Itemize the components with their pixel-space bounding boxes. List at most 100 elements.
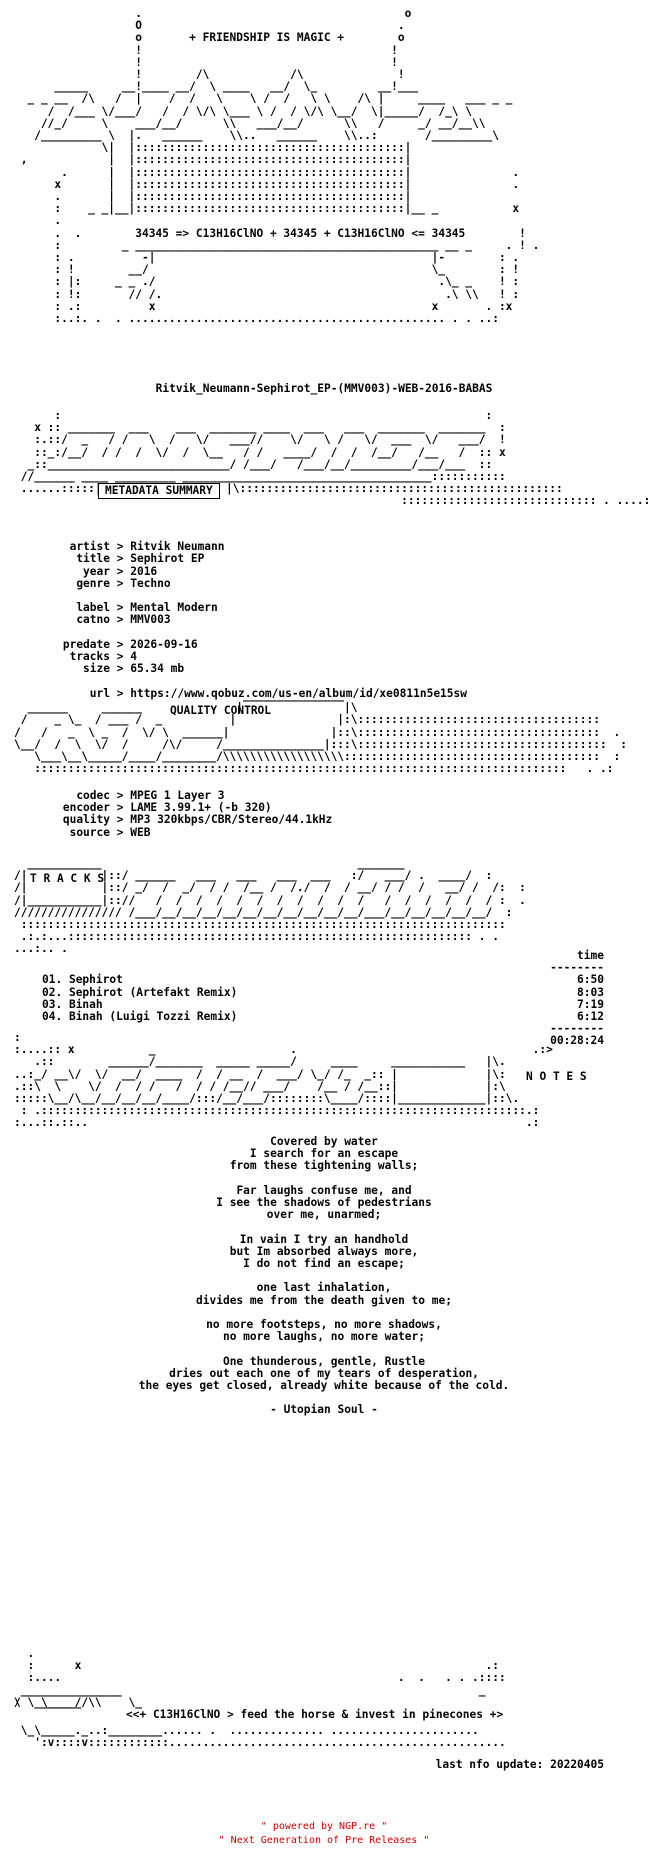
next-gen-tagline: " Next Generation of Pre Releases " bbox=[218, 1835, 430, 1846]
poem-line: I do not find an escape; bbox=[243, 1257, 405, 1271]
metadata-field-catno: catno > MMV003 bbox=[14, 614, 648, 626]
tracks-total-rule: -------- bbox=[550, 1022, 604, 1036]
metadata-field-key: catno bbox=[76, 613, 110, 627]
quality-field-separator: > bbox=[110, 825, 131, 839]
poem-spacer bbox=[14, 1343, 634, 1355]
quality-field-value: LAME 3.99.1+ (-b 320) bbox=[130, 801, 272, 815]
metadata-field-genre: genre > Techno bbox=[14, 576, 648, 590]
footer-tagline-art: \ \ \_____/\ bbox=[14, 1696, 95, 1710]
metadata-field-separator: > bbox=[110, 613, 131, 627]
tracks-total-time: 00:28:24 bbox=[550, 1034, 604, 1048]
poem-line: One thunderous, gentle, Rustle bbox=[222, 1354, 426, 1368]
quality-heading-box: QUALITY CONTROL bbox=[166, 704, 275, 718]
notes-banner: : :....:: x _ . .:> .:: ______/_______ _… bbox=[14, 1032, 648, 1130]
metadata-field-value: 65.34 mb bbox=[130, 662, 185, 676]
poem-spacer bbox=[14, 1173, 634, 1185]
poem-line: the eyes get closed, already white becau… bbox=[138, 1379, 510, 1393]
quality-field-key: quality bbox=[62, 813, 110, 827]
last-update: last nfo update: 20220405 bbox=[435, 1758, 604, 1772]
quality-section: _______________ ______ ______ | |\ / _ \… bbox=[14, 690, 648, 839]
metadata-field-value: 2026-09-16 bbox=[130, 637, 198, 651]
metadata-field-key: url bbox=[89, 686, 110, 700]
metadata-field-key: tracks bbox=[69, 650, 110, 664]
metadata-field-key: year bbox=[83, 564, 110, 578]
poem-spacer bbox=[14, 1221, 634, 1233]
track-title: Sephirot (Artefakt Remix) bbox=[68, 985, 238, 999]
tracks-section: ___________ _______ /| |::/ ______ ___ _… bbox=[14, 858, 648, 1048]
metadata-field-key: genre bbox=[76, 576, 110, 590]
poem-line: no more laughs, no more water; bbox=[222, 1330, 426, 1344]
metadata-field-year: year > 2016 bbox=[14, 564, 648, 578]
metadata-field-tracks: tracks > 4 bbox=[14, 650, 648, 664]
poem-line: dries out each one of my tears of desper… bbox=[169, 1366, 479, 1380]
notes-section: : :....:: x _ . .:> .:: ______/_______ _… bbox=[14, 1032, 648, 1417]
track-row: 04. Binah (Luigi Tozzi Remix)6:12 bbox=[14, 1010, 604, 1024]
quality-field-value: WEB bbox=[130, 825, 151, 839]
tracks-time-rule: -------- bbox=[550, 961, 604, 975]
metadata-field-value: Mental Modern bbox=[130, 601, 218, 615]
metadata-field-value: Sephirot EP bbox=[130, 552, 205, 566]
track-time: 6:12 bbox=[577, 1010, 604, 1024]
poem-line: from these tightening walls; bbox=[229, 1159, 419, 1173]
metadata-field-title: title > Sephirot EP bbox=[14, 553, 648, 565]
powered-block: " powered by NGP.re " " Next Generation … bbox=[0, 1820, 648, 1848]
track-number: 04. bbox=[42, 1010, 69, 1024]
track-time: 8:03 bbox=[577, 985, 604, 999]
footer-tagline: <<+ C13H16ClNO > feed the horse & invest… bbox=[126, 1708, 504, 1722]
quality-field-separator: > bbox=[110, 801, 131, 815]
poem-line: over me, unarmed; bbox=[266, 1208, 382, 1222]
metadata-field-separator: > bbox=[110, 662, 131, 676]
last-update-row: last nfo update: 20220405 bbox=[14, 1759, 604, 1771]
metadata-heading: METADATA SUMMARY bbox=[105, 484, 213, 498]
track-title: Sephirot bbox=[68, 973, 123, 987]
poem-line: but Im absorbed always more, bbox=[229, 1244, 419, 1258]
metadata-heading-fill: |\::::::::::::::::::::::::::::::::::::::… bbox=[226, 482, 648, 508]
notes-banner-art: : :....:: x _ . .:> .:: ______/_______ _… bbox=[14, 1032, 553, 1130]
quality-field-key: codec bbox=[76, 789, 110, 802]
tracks-banner-art: ___________ _______ /| |::/ ______ ___ _… bbox=[14, 858, 526, 956]
tracks-heading-box: T R A C K S bbox=[26, 872, 108, 886]
metadata-field-value: MMV003 bbox=[130, 613, 171, 627]
footer-tagline-row: \ \ \_____/\ <<+ C13H16ClNO > feed the h… bbox=[14, 1696, 648, 1725]
release-name-block: Ritvik_Neumann-Sephirot_EP-(MMV003)-WEB-… bbox=[14, 383, 634, 395]
metadata-field-separator: > bbox=[110, 686, 131, 700]
metadata-heading-row: ......:::::| METADATA SUMMARY |\::::::::… bbox=[14, 483, 648, 523]
poem-line: Far laughs confuse me, and bbox=[236, 1183, 412, 1197]
logo-art-block: . o O . o + FRIENDSHIP IS MAGIC + o ! bbox=[14, 8, 648, 325]
poem-line: - Utopian Soul - bbox=[270, 1403, 378, 1417]
notes-heading-box: N O T E S bbox=[522, 1070, 591, 1084]
tracks-banner: ___________ _______ /| |::/ ______ ___ _… bbox=[14, 858, 648, 955]
track-title: Binah bbox=[68, 997, 103, 1011]
footer-section: . : x .: :.... . . . . .:::: ___________… bbox=[14, 1648, 648, 1772]
metadata-heading-box: METADATA SUMMARY bbox=[98, 483, 220, 500]
metadata-field-url: url > https://www.qobuz.com/us-en/album/… bbox=[14, 686, 648, 700]
metadata-heading-frame: ......:::::| bbox=[14, 482, 109, 496]
quality-banner: _______________ ______ ______ | |\ / _ \… bbox=[14, 690, 648, 782]
metadata-field-separator: > bbox=[110, 540, 131, 554]
quality-field-source: source > WEB bbox=[14, 825, 648, 839]
release-name: Ritvik_Neumann-Sephirot_EP-(MMV003)-WEB-… bbox=[155, 383, 493, 395]
quality-banner-art: _______________ ______ ______ | |\ / _ \… bbox=[14, 690, 627, 776]
poem-line: Covered by water bbox=[270, 1135, 378, 1148]
metadata-field-separator: > bbox=[110, 552, 131, 566]
metadata-field-separator: > bbox=[110, 601, 131, 615]
quality-field-value: MP3 320kbps/CBR/Stereo/44.1kHz bbox=[130, 813, 333, 827]
metadata-field-value[interactable]: https://www.qobuz.com/us-en/album/id/xe0… bbox=[130, 686, 467, 700]
metadata-field-value: 4 bbox=[130, 650, 137, 664]
quality-heading: QUALITY CONTROL bbox=[170, 704, 272, 717]
metadata-field-key: title bbox=[76, 552, 110, 566]
friendship-logo-art: . o O . o + FRIENDSHIP IS MAGIC + o ! bbox=[20, 8, 540, 326]
poem-line: I search for an escape bbox=[249, 1147, 399, 1161]
poem-line: I see the shadows of pedestrians bbox=[216, 1196, 432, 1210]
quality-field-key: encoder bbox=[62, 801, 110, 815]
powered-by-link[interactable]: " powered by NGP.re " bbox=[260, 1821, 388, 1832]
poem-line: one last inhalation, bbox=[256, 1281, 392, 1295]
notes-heading: N O T E S bbox=[526, 1070, 587, 1083]
metadata-field-key: predate bbox=[62, 637, 110, 651]
metadata-field-separator: > bbox=[110, 564, 131, 578]
quality-field-encoder: encoder > LAME 3.99.1+ (-b 320) bbox=[14, 801, 648, 815]
